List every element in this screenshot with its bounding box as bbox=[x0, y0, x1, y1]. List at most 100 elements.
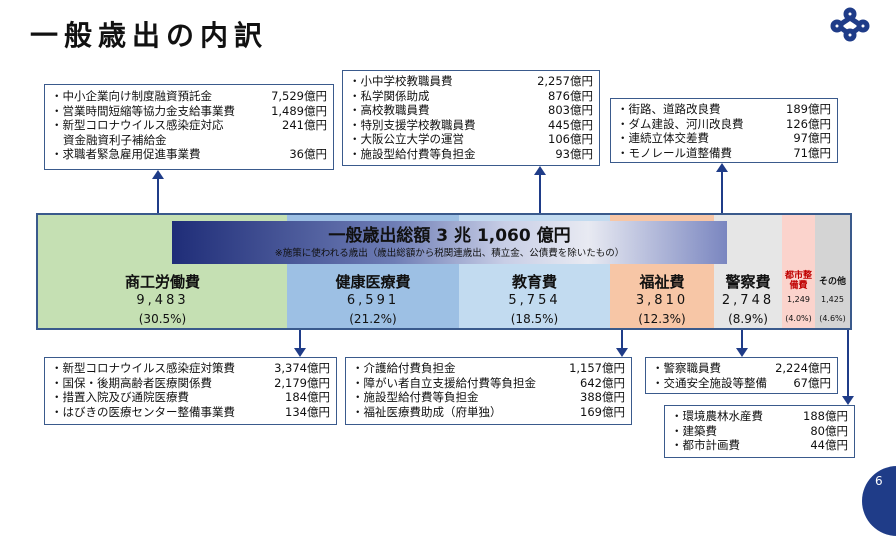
item-label: ・大阪公立大学の運営 bbox=[349, 132, 464, 146]
item-value: 445億円 bbox=[548, 117, 593, 132]
item-value: 3,374億円 bbox=[274, 361, 330, 375]
list-item: ・小中学校教職員費 2,257億円 bbox=[349, 74, 593, 89]
item-value: 1,489億円 bbox=[271, 103, 327, 118]
item-value: 642億円 bbox=[580, 375, 625, 390]
segment-percent: (4.6%) bbox=[819, 314, 846, 323]
arrow-up-urban bbox=[716, 163, 728, 213]
item-label: ・福祉医療費助成（府単独） bbox=[352, 404, 502, 419]
list-item: ・私学関係助成 876億円 bbox=[349, 89, 593, 104]
item-value: 80億円 bbox=[810, 423, 848, 438]
segment-percent: (4.0%) bbox=[785, 314, 812, 323]
item-label: ・施設型給付費等負担金 bbox=[352, 390, 479, 404]
segment-5: 都市整備費 1,249 (4.0%) bbox=[782, 215, 815, 328]
segment-name: 商工労働費 bbox=[124, 273, 200, 291]
list-item: ・特別支援学校教職員費 445億円 bbox=[349, 118, 593, 133]
item-label: ・特別支援学校教職員費 bbox=[349, 117, 476, 132]
arrow-up-commerce bbox=[152, 170, 164, 213]
segment-percent: (21.2%) bbox=[349, 312, 397, 326]
item-label: ・措置入院及び通院医療費 bbox=[51, 390, 189, 404]
item-value: 2,179億円 bbox=[274, 375, 330, 390]
total-amount: 一般歳出総額 3 兆 1,060 億円 bbox=[328, 226, 571, 246]
item-value: 44億円 bbox=[810, 438, 848, 452]
list-item: 資金融資利子補給金 bbox=[51, 133, 327, 148]
total-note: ※施策に使われる歳出（歳出総額から税関連歳出、積立金、公債費を除いたもの） bbox=[274, 248, 625, 259]
item-label: ・建築費 bbox=[671, 423, 717, 438]
item-value: 67億円 bbox=[793, 375, 831, 390]
item-value: 97億円 bbox=[793, 131, 831, 145]
item-label: ・小中学校教職員費 bbox=[349, 74, 453, 88]
segment-name: 福祉費 bbox=[639, 273, 685, 291]
segment-amount: 5,754 bbox=[508, 293, 561, 308]
item-label: ・施設型給付費等負担金 bbox=[349, 146, 476, 161]
item-label: ・中小企業向け制度融資預託金 bbox=[51, 89, 212, 103]
segment-amount: 1,249 bbox=[787, 295, 810, 304]
arrow-down-police bbox=[736, 330, 748, 357]
item-label: ・街路、道路改良費 bbox=[617, 102, 721, 116]
item-label: ・介護給付費負担金 bbox=[352, 361, 456, 375]
item-value: 126億円 bbox=[786, 116, 831, 131]
expenditure-breakdown-bar: 商工労働費 9,483 (30.5%) 健康医療費 6,591 (21.2%) 教育費 5,7… bbox=[36, 213, 852, 330]
segment-percent: (18.5%) bbox=[510, 312, 559, 326]
list-item: ・福祉医療費助成（府単独） 169億円 bbox=[352, 405, 625, 420]
segment-amount: 9,483 bbox=[136, 293, 189, 308]
arrow-down-other bbox=[842, 330, 854, 405]
osaka-logo-icon bbox=[830, 7, 870, 42]
item-value: 876億円 bbox=[548, 88, 593, 103]
item-label: ・連続立体交差費 bbox=[617, 131, 709, 145]
segment-name: 都市整備費 bbox=[784, 271, 812, 291]
segment-percent: (12.3%) bbox=[638, 312, 686, 326]
item-label: ・求職者緊急雇用促進事業費 bbox=[51, 147, 201, 161]
arrow-down-welfare bbox=[616, 330, 628, 357]
segment-name: その他 bbox=[818, 277, 846, 287]
arrow-down-health bbox=[294, 330, 306, 357]
item-value: 803億円 bbox=[548, 103, 593, 117]
total-banner: 一般歳出総額 3 兆 1,060 億円 ※施策に使われる歳出（歳出総額から税関連… bbox=[172, 221, 727, 264]
item-label: ・新型コロナウイルス感染症対応 bbox=[51, 118, 224, 132]
page-number: 6 bbox=[875, 474, 883, 488]
segment-amount: 3,810 bbox=[635, 293, 689, 308]
item-value: 388億円 bbox=[580, 390, 625, 404]
item-label: 資金融資利子補給金 bbox=[63, 132, 167, 147]
segment-amount: 6,591 bbox=[346, 293, 400, 308]
item-label: ・モノレール道整備費 bbox=[617, 145, 732, 160]
segment-name: 健康医療費 bbox=[335, 273, 411, 291]
item-value: 188億円 bbox=[803, 409, 848, 423]
item-label: ・新型コロナウイルス感染症対策費 bbox=[51, 361, 235, 375]
list-item: ・障がい者自立支援給付費等負担金 642億円 bbox=[352, 376, 625, 391]
item-value: 169億円 bbox=[580, 404, 625, 419]
item-label: ・環境農林水産費 bbox=[671, 409, 763, 423]
item-value: 93億円 bbox=[555, 146, 593, 161]
segment-name: 警察費 bbox=[725, 273, 771, 291]
list-item: ・施設型給付費等負担金 93億円 bbox=[349, 147, 593, 162]
list-item: ・介護給付費負担金 1,157億円 bbox=[352, 361, 625, 376]
item-label: ・私学関係助成 bbox=[349, 88, 430, 103]
page-title: 一般歳出の内訳 bbox=[30, 19, 269, 52]
segment-name: 教育費 bbox=[511, 273, 557, 291]
list-item: ・環境農林水産費 188億円 bbox=[671, 409, 848, 424]
list-item: ・連続立体交差費 97億円 bbox=[617, 131, 831, 146]
item-label: ・障がい者自立支援給付費等負担金 bbox=[352, 375, 536, 390]
item-label: ・警察職員費 bbox=[652, 361, 721, 375]
item-value: 2,224億円 bbox=[775, 361, 831, 375]
item-value: 1,157億円 bbox=[569, 361, 625, 375]
segment-amount: 1,425 bbox=[821, 295, 844, 304]
list-item: ・施設型給付費等負担金 388億円 bbox=[352, 390, 625, 405]
segment-percent: (30.5%) bbox=[138, 312, 187, 326]
item-value: 2,257億円 bbox=[537, 74, 593, 88]
